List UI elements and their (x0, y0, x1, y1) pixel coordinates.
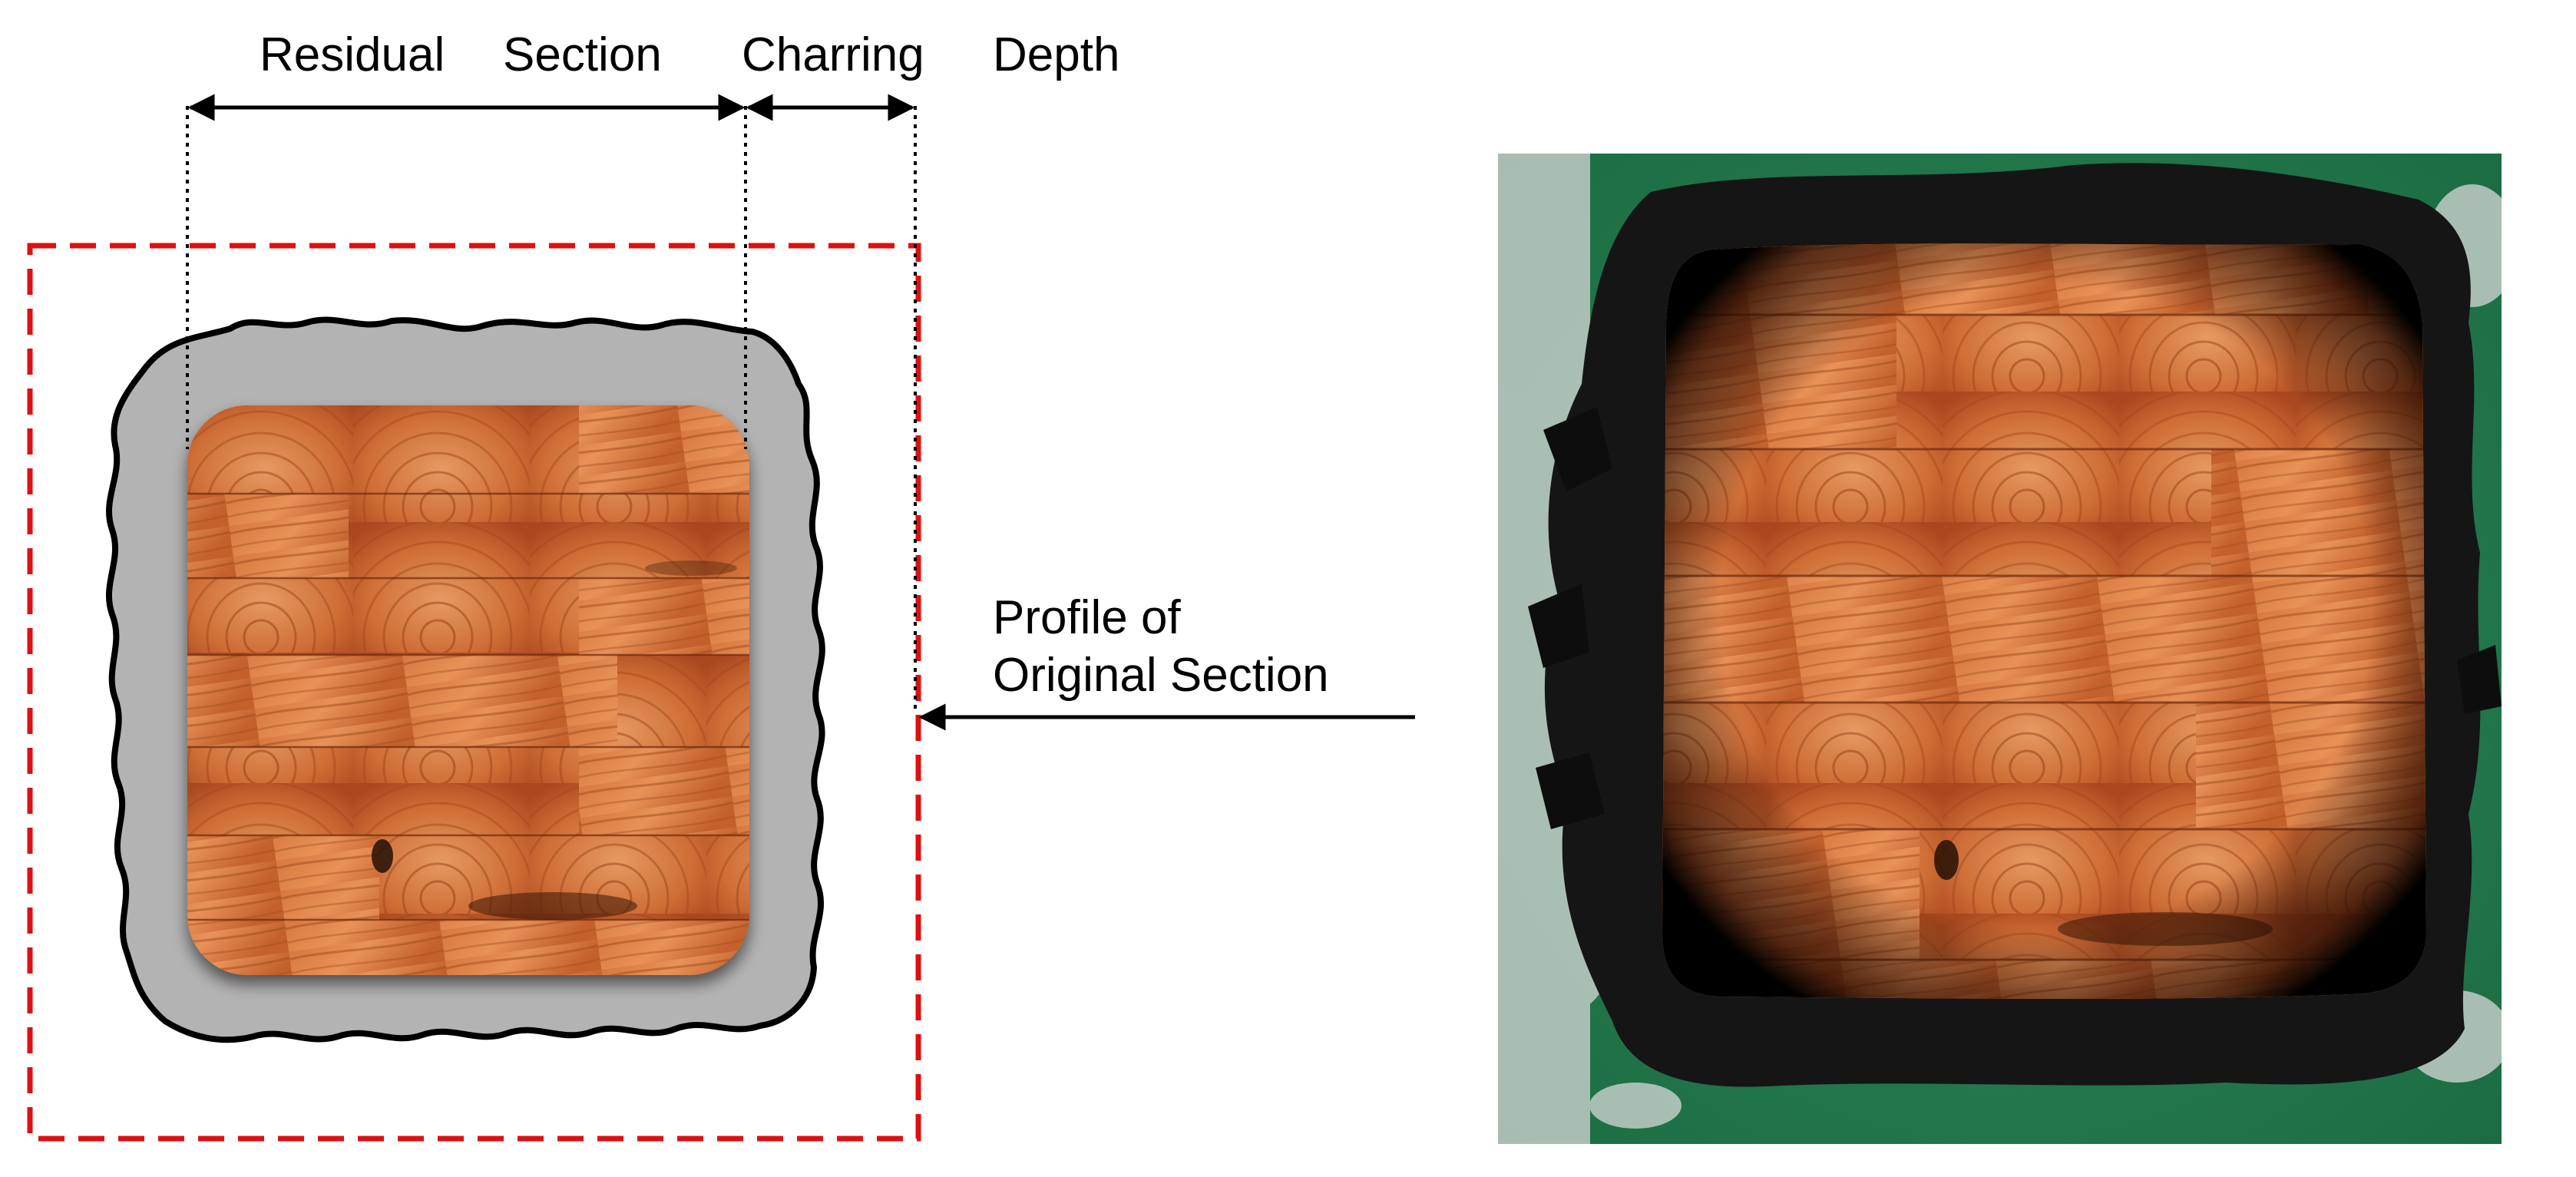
residual-label: Residual (260, 28, 445, 81)
section-label: Section (503, 28, 662, 81)
profile-label-line2: Original Section (993, 649, 1329, 702)
charred-specimen-photo (1498, 154, 2502, 1144)
profile-label-line1: Profile of (993, 591, 1181, 644)
original-section-outline (27, 243, 921, 1142)
schematic-panel: Residual Section Charring Depth Profile … (27, 28, 1415, 1142)
charring-label: Charring (742, 28, 924, 81)
depth-label: Depth (993, 28, 1119, 81)
